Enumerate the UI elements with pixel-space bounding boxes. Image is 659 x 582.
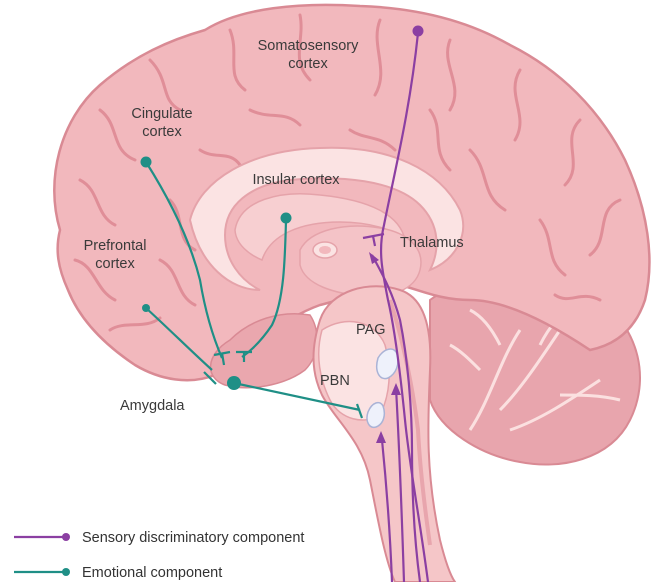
label-pbn: PBN — [320, 373, 350, 389]
legend-item-sensory: Sensory discriminatory component — [14, 530, 304, 546]
label-somatosensory-line1: Somatosensory — [258, 38, 359, 54]
legend-item-emotional: Emotional component — [14, 565, 222, 581]
label-insular: Insular cortex — [252, 172, 340, 188]
label-somatosensory-line2: cortex — [288, 56, 328, 72]
label-pag: PAG — [356, 322, 386, 338]
label-thalamus: Thalamus — [400, 235, 464, 251]
legend-emotional-label: Emotional component — [82, 565, 222, 581]
label-cingulate-line2: cortex — [142, 124, 182, 140]
sensory-line-dot-icon — [62, 533, 70, 541]
label-cingulate-line1: Cingulate — [131, 106, 192, 122]
label-amygdala: Amygdala — [120, 398, 185, 414]
label-prefrontal-line2: cortex — [95, 256, 135, 272]
cingulate-terminal-icon — [141, 157, 152, 168]
somatosensory-terminal-icon — [413, 26, 424, 37]
insular-terminal-icon — [281, 213, 292, 224]
amygdala-node-icon — [227, 376, 241, 390]
brain-illustration — [54, 5, 649, 582]
legend: Sensory discriminatory component Emotion… — [14, 530, 304, 581]
legend-sensory-label: Sensory discriminatory component — [82, 530, 304, 546]
emotional-line-dot-icon — [62, 568, 70, 576]
prefrontal-terminal-icon — [142, 304, 150, 312]
label-prefrontal-line1: Prefrontal — [84, 238, 147, 254]
